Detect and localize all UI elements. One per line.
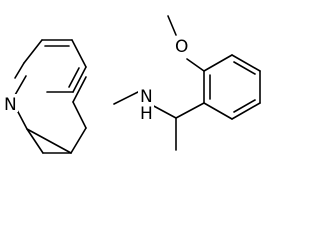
bond: [16, 109, 28, 130]
bond: [233, 99, 256, 113]
bond: [175, 102, 205, 119]
amine-nitrogen-label: N: [140, 87, 153, 107]
bond: [14, 62, 25, 79]
bond: [233, 61, 256, 75]
bond: [231, 102, 261, 120]
label-background: [2, 94, 18, 112]
bond: [203, 102, 233, 120]
label-background: [138, 86, 154, 104]
bond: [68, 67, 80, 88]
label-background: [138, 103, 154, 121]
label-background: [174, 36, 190, 54]
bond: [113, 91, 139, 105]
bond: [72, 66, 87, 93]
bond: [70, 127, 87, 154]
bond: [72, 101, 87, 129]
bond: [72, 76, 87, 103]
amine-hydrogen-label: H: [140, 104, 153, 124]
bond: [26, 128, 72, 154]
bond: [26, 128, 44, 154]
bond: [149, 103, 177, 119]
ring-nitrogen-label: N: [4, 95, 17, 115]
bond: [186, 58, 205, 72]
bond-lines: [10, 15, 261, 154]
methoxy-oxygen-label: O: [175, 37, 188, 57]
bond: [203, 54, 233, 72]
bond: [231, 54, 261, 72]
bond: [71, 39, 87, 68]
bond: [167, 15, 177, 36]
molecule-structure: N N H O: [2, 15, 261, 154]
bond: [23, 39, 43, 64]
atom-labels: N N H O: [2, 36, 190, 124]
